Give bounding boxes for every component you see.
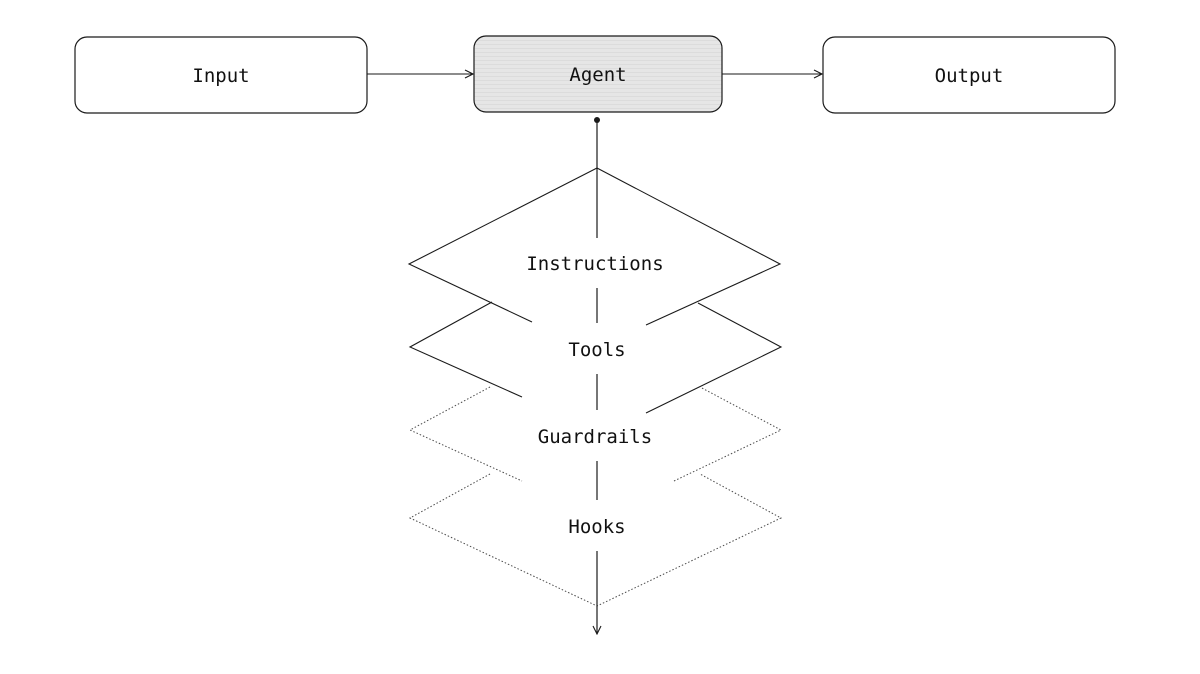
output-label: Output [935,65,1004,87]
input-label: Input [192,65,249,87]
input-box [74,36,368,114]
tools-label: Tools [568,339,625,361]
agent-axis-origin-dot [594,117,600,123]
output-node: Output [822,36,1116,114]
tools-layer-outline [408,301,783,414]
input-node: Input [74,36,368,114]
instructions-label: Instructions [526,253,663,275]
agent-label: Agent [569,64,626,86]
layer-stack: Instructions Tools Guardrails Hooks [407,117,783,634]
hooks-label: Hooks [568,516,625,538]
guardrails-label: Guardrails [538,426,652,448]
guardrails-layer-outline [408,386,783,482]
hooks-layer-outline [408,473,783,607]
instructions-layer-outline [407,167,782,326]
output-box [822,36,1116,114]
agent-node: Agent [473,35,723,113]
